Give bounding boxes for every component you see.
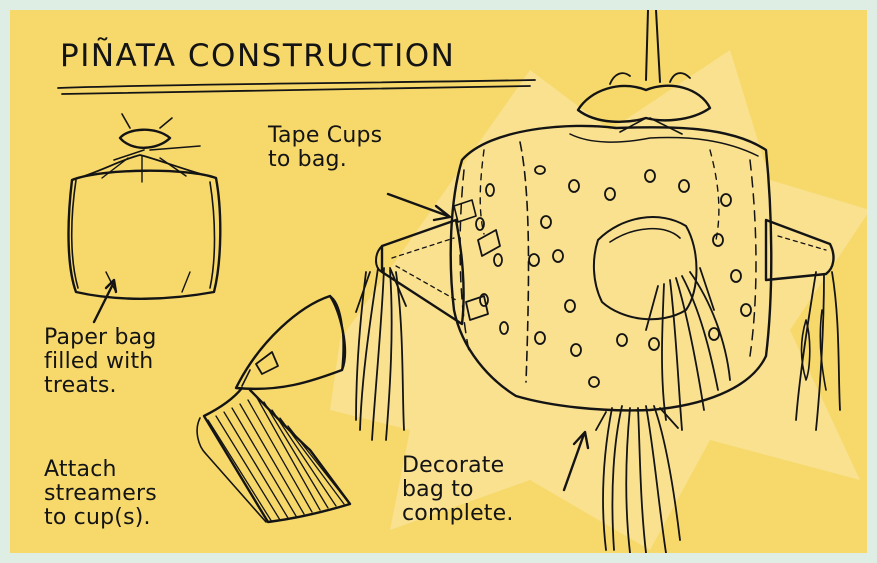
label-paper-bag: Paper bag filled with treats. (44, 326, 157, 397)
label-attach-streamers: Attach streamers to cup(s). (44, 458, 157, 529)
hanging-string (646, 10, 660, 82)
illustration-panel: PIÑATA CONSTRUCTION Tape Cups to bag. Pa… (10, 10, 867, 553)
right-cup-drawing (766, 220, 840, 430)
label-tape-cups: Tape Cups to bag. (268, 124, 382, 172)
label-decorate: Decorate bag to complete. (402, 454, 514, 525)
paper-bag-drawing (69, 114, 221, 299)
bottom-streamers-drawing (596, 406, 680, 553)
paper-bag-arrow (94, 280, 116, 322)
tape-cups-arrow (388, 194, 450, 220)
diagram-title: PIÑATA CONSTRUCTION (60, 40, 455, 73)
title-underline (58, 80, 535, 94)
left-streamers-drawing (356, 268, 406, 440)
cup-with-streamers-drawing (197, 296, 350, 522)
decorate-arrow (564, 432, 588, 490)
